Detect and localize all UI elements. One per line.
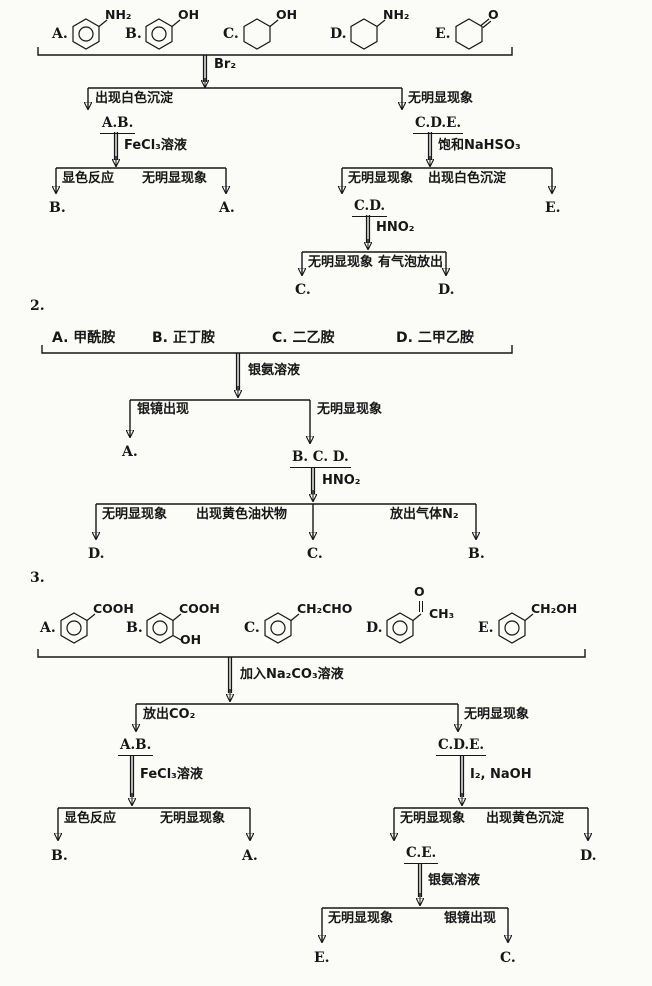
observation-yellow-oil: 出现黄色油状物 (196, 507, 288, 522)
compound-label: B. (126, 620, 143, 636)
reagent-na2co3: 加入Na₂CO₃溶液 (240, 667, 344, 682)
observation-no-change: 无明显现象 (102, 507, 168, 522)
observation-color-reaction: 显色反应 (62, 171, 115, 186)
methyl-group-label: CH₃ (429, 606, 455, 621)
answer-b: B. (49, 200, 66, 216)
carbonyl-oxygen-label: O (414, 584, 425, 599)
observation-bubbles: 有气泡放出 (378, 255, 444, 270)
benzene-ring-icon (498, 612, 534, 644)
group-ab: A.B. (100, 115, 136, 134)
p1-connectors (37, 47, 552, 275)
substituent2-label: OH (180, 632, 202, 647)
answer-c: C. (307, 546, 323, 562)
compound-n-butylamine: B. 正丁胺 (152, 330, 215, 346)
cyclohexanone-ring-icon (455, 18, 492, 50)
compound-label: A. (52, 26, 68, 42)
compound-label: E. (478, 620, 494, 636)
compound-label: C. (244, 620, 260, 636)
compound-label: E. (435, 26, 451, 42)
answer-a: A. (242, 848, 258, 864)
substituent-label: OH (276, 7, 298, 22)
observation-no-change: 无明显现象 (317, 402, 383, 417)
group-cde: C.D.E. (413, 115, 464, 134)
group-cd: C.D. (352, 198, 388, 217)
observation-no-change: 无明显现象 (328, 911, 394, 926)
observation-white-precipitate: 出现白色沉淀 (428, 171, 507, 186)
p2-connectors (41, 345, 513, 539)
answer-a: A. (219, 200, 235, 216)
compound-dimethylethylamine: D. 二甲乙胺 (396, 330, 474, 346)
reagent-hno2: HNO₂ (376, 220, 415, 235)
section-number-2: 2. (30, 298, 45, 314)
benzene-ring-icon (145, 18, 181, 50)
cyclohexane-ring-icon (350, 18, 386, 50)
benzene-ring-icon (60, 612, 96, 644)
group-bcd: B. C. D. (290, 449, 351, 468)
observation-no-change: 无明显现象 (348, 171, 414, 186)
answer-c: C. (295, 282, 311, 298)
compound-diethylamine: C. 二乙胺 (272, 330, 335, 346)
compound-label: C. (223, 26, 239, 42)
observation-no-change: 无明显现象 (408, 91, 474, 106)
observation-white-precipitate: 出现白色沉淀 (95, 91, 174, 106)
observation-no-change: 无明显现象 (400, 811, 466, 826)
reagent-fecl3: FeCl₃溶液 (124, 138, 187, 153)
observation-color-reaction: 显色反应 (64, 811, 117, 826)
substituent-label: CH₂CHO (297, 601, 353, 616)
answer-e: E. (314, 950, 330, 966)
compound-label: D. (366, 620, 383, 636)
reagent-fecl3: FeCl₃溶液 (140, 767, 203, 782)
observation-silver-mirror: 银镜出现 (444, 911, 497, 926)
benzene-ring-icon (72, 18, 108, 50)
reagent-tollens: 银氨溶液 (428, 873, 481, 888)
substituent-label: CH₂OH (531, 601, 578, 616)
observation-no-change: 无明显现象 (160, 811, 226, 826)
observation-no-change: 无明显现象 (142, 171, 208, 186)
answer-d: D. (88, 546, 105, 562)
benzene-ring-icon (146, 612, 182, 644)
answer-b: B. (468, 546, 485, 562)
substituent-label: NH₂ (383, 7, 410, 22)
substituent-label: NH₂ (105, 7, 132, 22)
reagent-tollens: 银氨溶液 (248, 363, 301, 378)
reagent-iodine-naoh: I₂, NaOH (470, 767, 532, 782)
substituent-label: COOH (93, 601, 134, 616)
substituent-label: O (488, 7, 499, 22)
observation-no-change: 无明显现象 (308, 255, 374, 270)
answer-d: D. (580, 848, 597, 864)
substituent-label: COOH (179, 601, 220, 616)
compound-label: D. (330, 26, 347, 42)
p3-connectors (37, 601, 588, 942)
group-cde: C.D.E. (436, 737, 487, 756)
answer-d: D. (438, 282, 455, 298)
benzene-ring-icon (386, 612, 422, 644)
benzene-ring-icon (264, 612, 300, 644)
answer-b: B. (51, 848, 68, 864)
answer-a: A. (122, 444, 138, 460)
reagent-nahso3: 饱和NaHSO₃ (438, 138, 521, 153)
observation-yellow-precipitate: 出现黄色沉淀 (486, 811, 565, 826)
observation-co2-gas: 放出CO₂ (143, 707, 196, 722)
observation-n2-gas: 放出气体N₂ (390, 507, 459, 522)
substituent-label: OH (178, 7, 200, 22)
section-number-3: 3. (30, 570, 45, 586)
group-ab: A.B. (118, 737, 154, 756)
answer-e: E. (545, 200, 561, 216)
compound-formamide: A. 甲酰胺 (52, 330, 116, 346)
compound-label: B. (125, 26, 142, 42)
group-ce: C.E. (404, 845, 439, 864)
reagent-br2: Br₂ (214, 57, 237, 72)
observation-no-change: 无明显现象 (464, 707, 530, 722)
answer-c: C. (500, 950, 516, 966)
compound-label: A. (40, 620, 56, 636)
observation-silver-mirror: 银镜出现 (137, 402, 190, 417)
reagent-hno2: HNO₂ (322, 473, 361, 488)
cyclohexane-ring-icon (243, 18, 279, 50)
